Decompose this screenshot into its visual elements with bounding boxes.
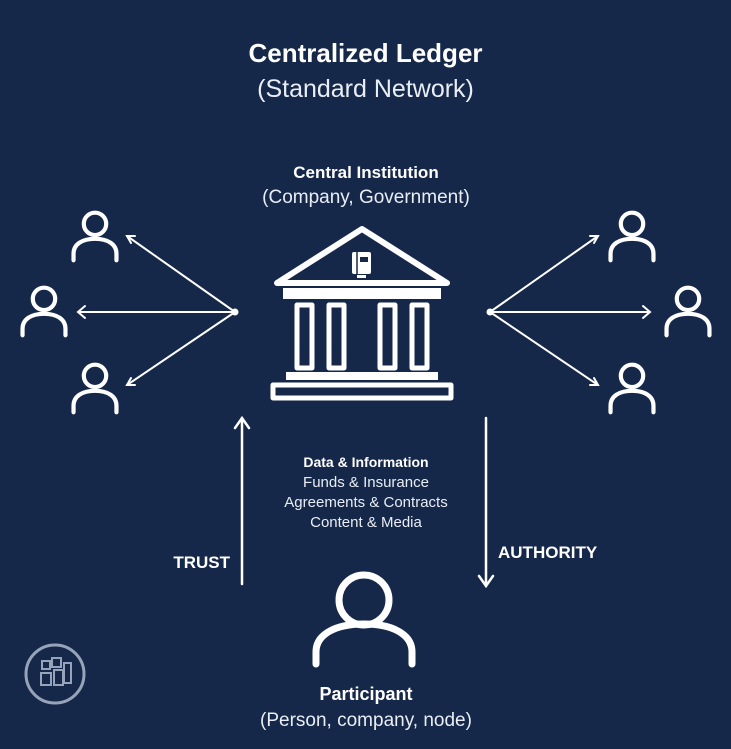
brand-logo-icon bbox=[24, 643, 86, 705]
peer-person-icon-right-middle bbox=[667, 288, 710, 336]
arrow-left-bottom-head bbox=[125, 377, 136, 386]
peer-person-icon-left-bottom bbox=[74, 365, 117, 413]
peer-person-icon-left-top bbox=[74, 213, 117, 261]
arrow-left-middle-head bbox=[76, 305, 86, 319]
arrow-right-top-head bbox=[589, 235, 600, 244]
arrow-left-top bbox=[126, 235, 236, 313]
arrow-right-bottom-head bbox=[589, 377, 600, 386]
right-fan-arrows bbox=[486, 235, 652, 386]
trust-arrow bbox=[233, 415, 251, 586]
arrow-right-middle-head bbox=[642, 305, 652, 319]
arrow-right-top bbox=[489, 235, 599, 313]
arrow-left-bottom bbox=[126, 311, 236, 386]
data-item: Agreements & Contracts bbox=[284, 494, 448, 511]
peer-person-icon-right-top bbox=[611, 213, 654, 261]
trust-label: TRUST bbox=[173, 553, 230, 572]
data-item: Content & Media bbox=[310, 514, 422, 531]
arrow-left-top-head bbox=[125, 235, 136, 244]
ledger-book-icon bbox=[352, 252, 371, 278]
authority-arrow bbox=[477, 416, 495, 589]
institution-title: Central Institution bbox=[293, 163, 439, 182]
authority-label: AUTHORITY bbox=[498, 543, 598, 562]
institution-subtitle: (Company, Government) bbox=[262, 187, 470, 208]
participant-title: Participant bbox=[319, 684, 413, 704]
diagram-subtitle: (Standard Network) bbox=[257, 75, 474, 103]
data-heading: Data & Information bbox=[303, 454, 429, 470]
peer-person-icon-right-bottom bbox=[611, 365, 654, 413]
data-item: Funds & Insurance bbox=[303, 474, 429, 491]
left-fan-arrows bbox=[76, 235, 239, 386]
participant-subtitle: (Person, company, node) bbox=[260, 710, 472, 731]
participant-person-icon bbox=[312, 571, 416, 668]
bank-building-icon bbox=[270, 226, 454, 401]
arrow-right-bottom bbox=[489, 311, 599, 386]
diagram-title: Centralized Ledger bbox=[248, 38, 483, 68]
peer-person-icon-left-middle bbox=[23, 288, 66, 336]
